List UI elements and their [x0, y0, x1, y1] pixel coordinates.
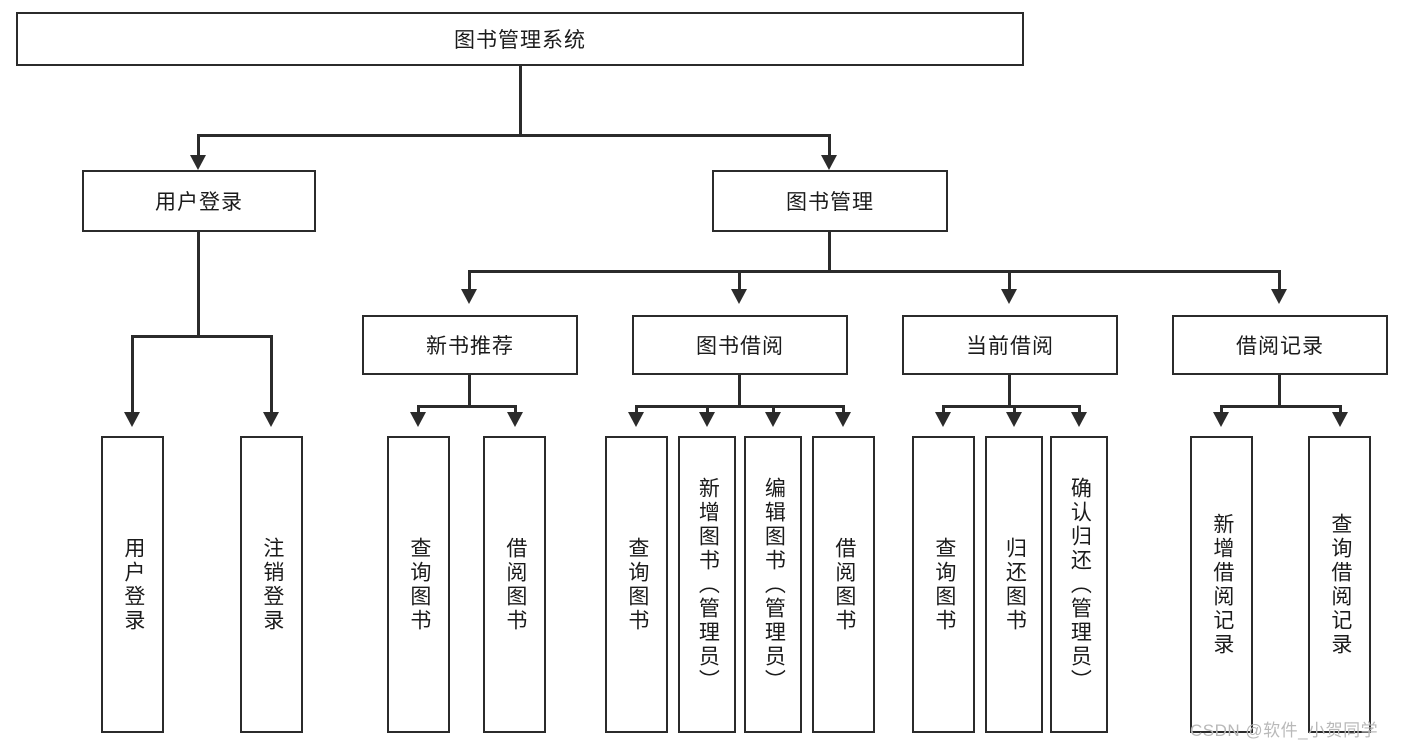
edge-borrow-record-leaf-2	[1339, 405, 1342, 415]
node-borrow-record[interactable]: 借阅记录	[1172, 315, 1388, 375]
arrowhead-book-manage	[821, 155, 837, 170]
node-label: 查询图书	[625, 536, 649, 633]
node-leaf-user-login[interactable]: 用户登录	[101, 436, 164, 733]
node-leaf-query-book-newbook[interactable]: 查询图书	[387, 436, 450, 733]
node-label: 查询图书	[932, 536, 956, 633]
edge-user-login-leaf-2	[270, 335, 273, 415]
arrowhead-current-borrow	[1001, 289, 1017, 304]
edge-current-borrow-leaf-3	[1078, 405, 1081, 415]
arrowhead-leaf-query-book-2	[628, 412, 644, 427]
node-leaf-edit-book-admin[interactable]: 编辑图书（管理员）	[744, 436, 802, 733]
arrowhead-leaf-edit-book	[765, 412, 781, 427]
arrowhead-leaf-query-book-3	[935, 412, 951, 427]
node-label: 图书管理	[786, 191, 874, 214]
edge-to-borrow-record	[1278, 270, 1281, 292]
node-label: 借阅图书	[832, 536, 856, 633]
node-leaf-add-book-admin[interactable]: 新增图书（管理员）	[678, 436, 736, 733]
arrowhead-leaf-query-book-1	[410, 412, 426, 427]
node-label: 新增图书（管理员）	[696, 476, 720, 693]
edge-current-borrow-leaf-2	[1013, 405, 1016, 415]
edge-book-manage-bus	[468, 270, 1280, 273]
node-label: 编辑图书（管理员）	[762, 476, 786, 693]
arrowhead-leaf-add-record	[1213, 412, 1229, 427]
node-leaf-query-book-borrow[interactable]: 查询图书	[605, 436, 668, 733]
edge-new-book-rec-leaf-2	[514, 405, 517, 415]
arrowhead-user-login	[190, 155, 206, 170]
edge-root-stem	[519, 66, 522, 136]
arrowhead-leaf-confirm-return	[1071, 412, 1087, 427]
edge-borrow-record-bus	[1220, 405, 1342, 408]
node-label: 新书推荐	[426, 335, 514, 358]
node-leaf-query-borrow-record[interactable]: 查询借阅记录	[1308, 436, 1371, 733]
edge-to-current-borrow	[1008, 270, 1011, 292]
arrowhead-leaf-return-book	[1006, 412, 1022, 427]
node-book-borrow[interactable]: 图书借阅	[632, 315, 848, 375]
node-leaf-add-borrow-record[interactable]: 新增借阅记录	[1190, 436, 1253, 733]
node-label: 查询借阅记录	[1328, 512, 1352, 657]
node-label: 图书借阅	[696, 335, 784, 358]
node-label: 用户登录	[121, 536, 145, 633]
node-book-management[interactable]: 图书管理	[712, 170, 948, 232]
edge-new-book-rec-stem	[468, 375, 471, 407]
node-root-system[interactable]: 图书管理系统	[16, 12, 1024, 66]
node-label: 查询图书	[407, 536, 431, 633]
edge-to-new-book-rec	[468, 270, 471, 292]
edge-root-to-user-login	[197, 134, 200, 158]
edge-book-borrow-stem	[738, 375, 741, 407]
edge-book-borrow-leaf-2	[706, 405, 709, 415]
node-label: 当前借阅	[966, 335, 1054, 358]
edge-book-borrow-leaf-4	[842, 405, 845, 415]
node-label: 用户登录	[155, 191, 243, 214]
arrowhead-leaf-add-book	[699, 412, 715, 427]
arrowhead-leaf-logout	[263, 412, 279, 427]
node-label: 注销登录	[260, 536, 284, 633]
arrowhead-leaf-borrow-book-1	[507, 412, 523, 427]
node-leaf-borrow-book[interactable]: 借阅图书	[812, 436, 875, 733]
node-leaf-confirm-return-admin[interactable]: 确认归还（管理员）	[1050, 436, 1108, 733]
edge-current-borrow-bus	[942, 405, 1080, 408]
edge-book-manage-stem	[828, 232, 831, 272]
node-leaf-borrow-book-newbook[interactable]: 借阅图书	[483, 436, 546, 733]
arrowhead-leaf-user-login	[124, 412, 140, 427]
edge-user-login-bus	[131, 335, 272, 338]
edge-new-book-rec-bus	[417, 405, 517, 408]
node-leaf-query-book-current[interactable]: 查询图书	[912, 436, 975, 733]
csdn-watermark: CSDN @软件_小贺同学	[1190, 721, 1379, 740]
arrowhead-borrow-record	[1271, 289, 1287, 304]
arrowhead-new-book-rec	[461, 289, 477, 304]
arrowhead-leaf-borrow-book-2	[835, 412, 851, 427]
node-label: 图书管理系统	[454, 29, 586, 52]
node-new-book-recommend[interactable]: 新书推荐	[362, 315, 578, 375]
node-leaf-return-book[interactable]: 归还图书	[985, 436, 1043, 733]
edge-to-book-borrow	[738, 270, 741, 292]
edge-borrow-record-leaf-1	[1220, 405, 1223, 415]
edge-root-bus	[197, 134, 831, 137]
edge-current-borrow-leaf-1	[942, 405, 945, 415]
node-label: 借阅记录	[1236, 335, 1324, 358]
edge-root-to-book-manage	[828, 134, 831, 158]
edge-borrow-record-stem	[1278, 375, 1281, 407]
edge-user-login-leaf-1	[131, 335, 134, 415]
node-label: 归还图书	[1003, 536, 1027, 633]
node-leaf-logout[interactable]: 注销登录	[240, 436, 303, 733]
edge-book-borrow-bus	[635, 405, 843, 408]
arrowhead-leaf-query-record	[1332, 412, 1348, 427]
node-current-borrow[interactable]: 当前借阅	[902, 315, 1118, 375]
node-user-login[interactable]: 用户登录	[82, 170, 316, 232]
edge-book-borrow-leaf-3	[772, 405, 775, 415]
edge-book-borrow-leaf-1	[635, 405, 638, 415]
edge-user-login-stem	[197, 232, 200, 337]
node-label: 确认归还（管理员）	[1068, 476, 1092, 693]
node-label: 新增借阅记录	[1210, 512, 1234, 657]
node-label: 借阅图书	[503, 536, 527, 633]
edge-new-book-rec-leaf-1	[417, 405, 420, 415]
edge-current-borrow-stem	[1008, 375, 1011, 407]
arrowhead-book-borrow	[731, 289, 747, 304]
